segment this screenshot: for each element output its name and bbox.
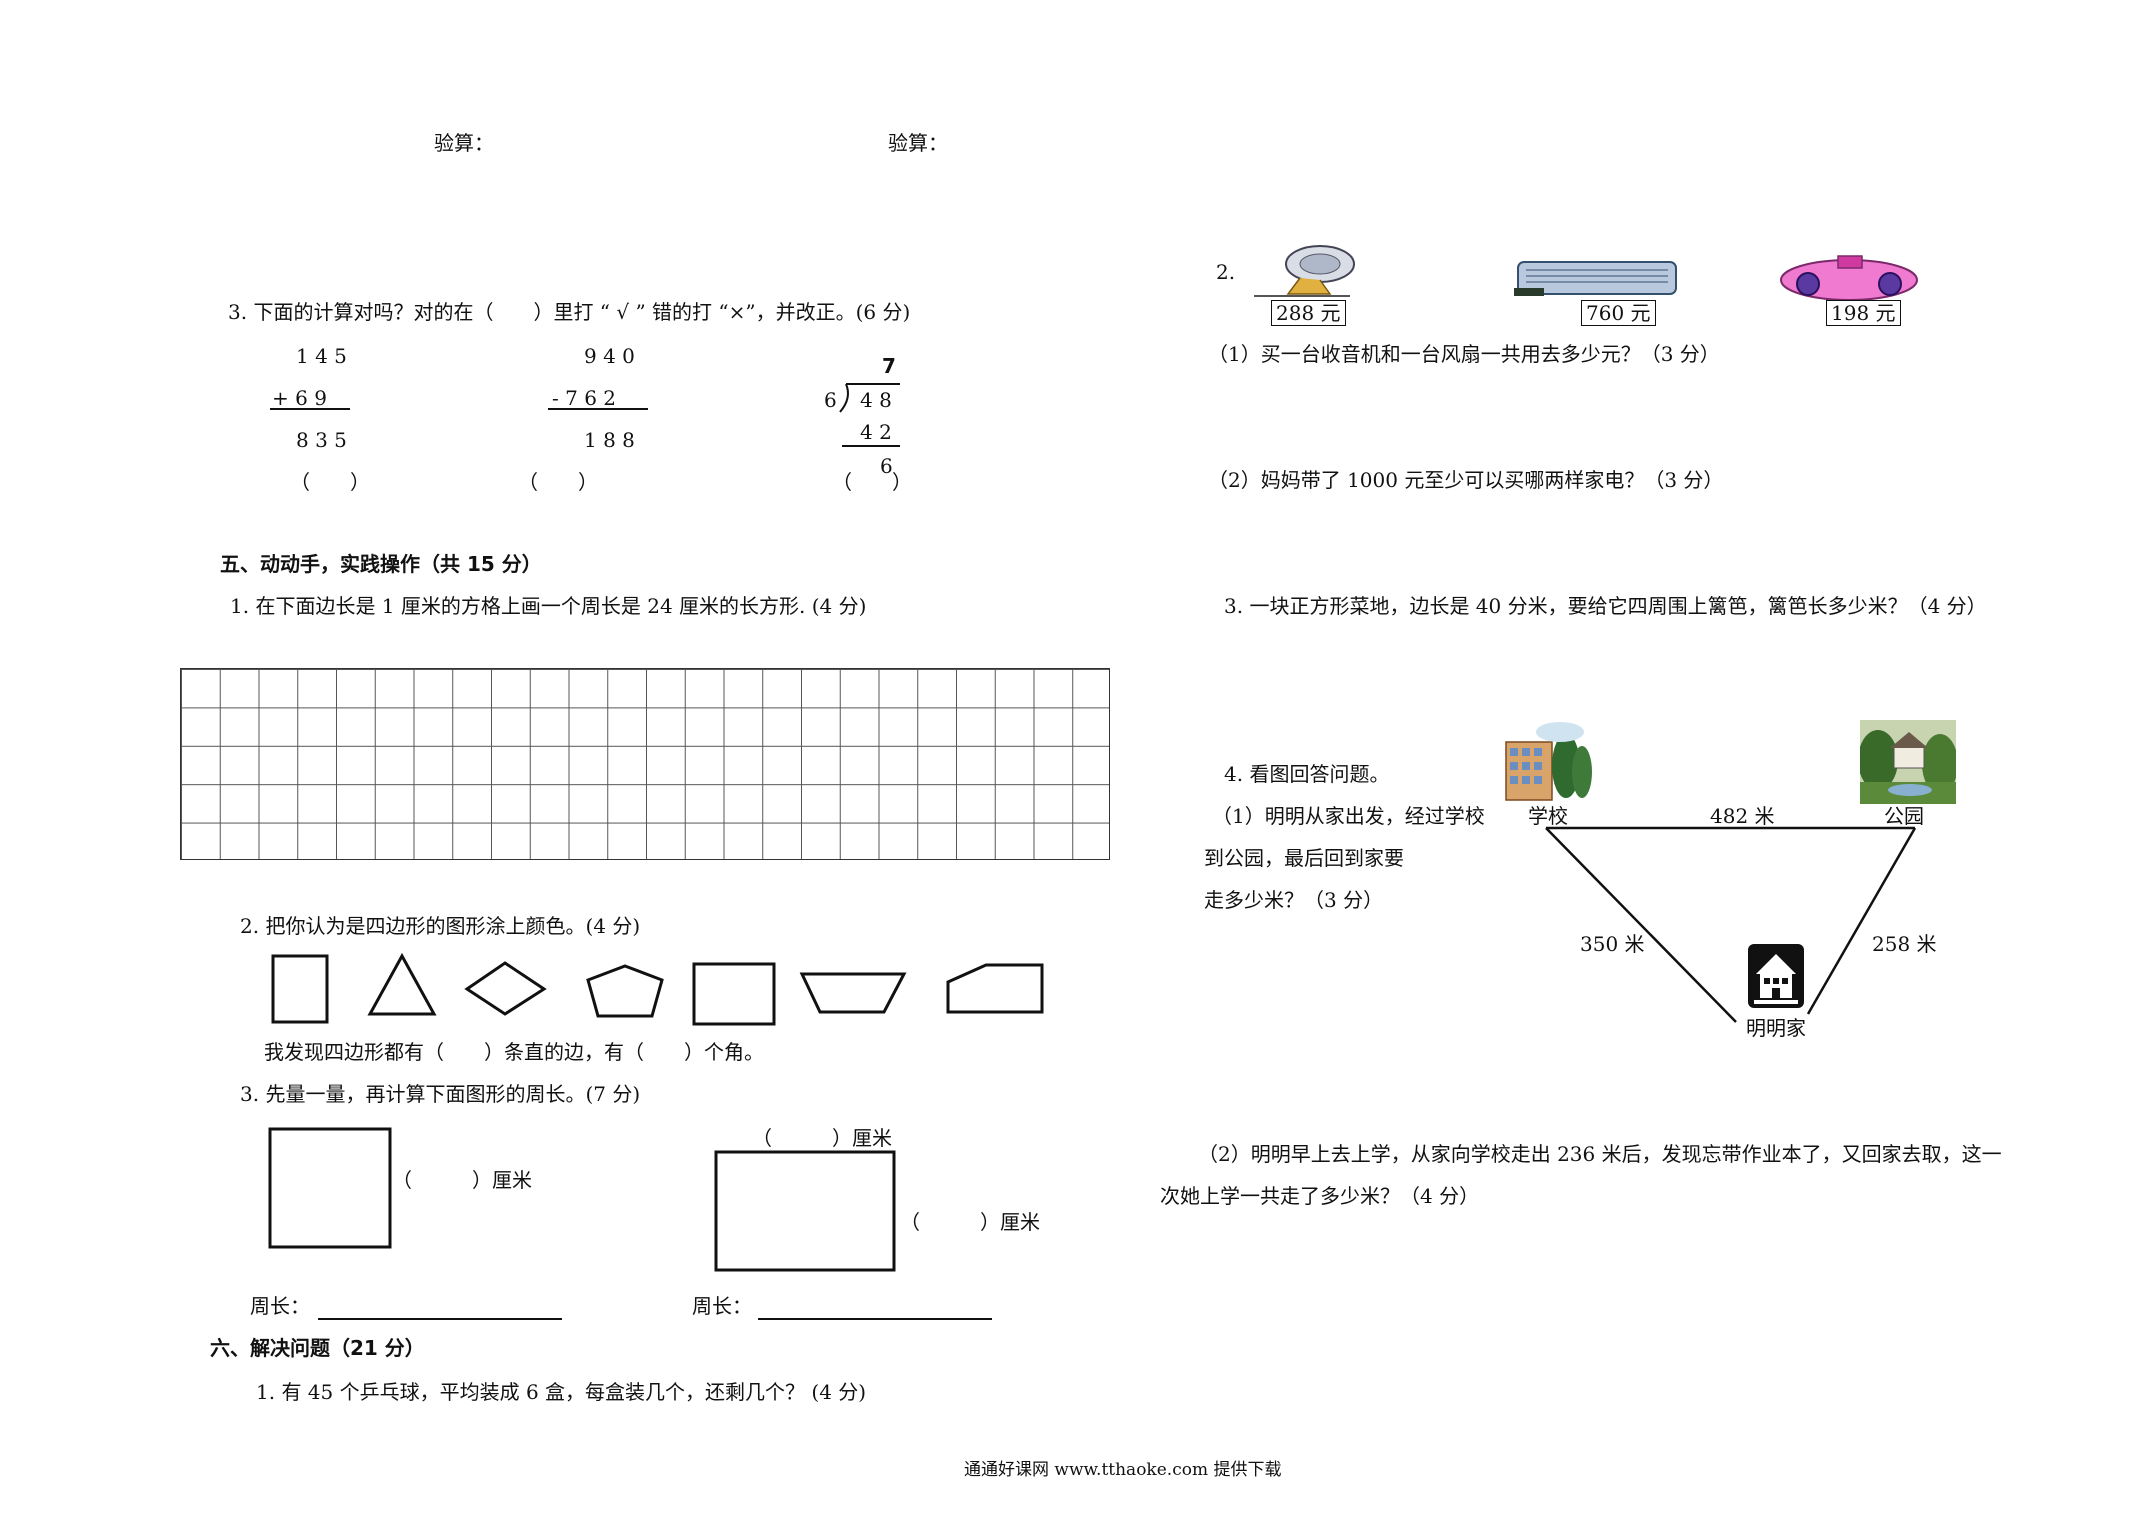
air-conditioner-image — [1512, 260, 1682, 300]
distance-school-home: 350 米 — [1580, 932, 1645, 956]
question-title: 2. 把你认为是四边形的图形涂上颜色。(4 分) — [240, 914, 641, 938]
calc-operand: - 7 6 2 — [552, 386, 617, 410]
fill-in-sentence[interactable]: 我发现四边形都有（ ）条直的边，有（ ）个角。 — [264, 1040, 764, 1064]
question-text: 次她上学一共走了多少米？（4 分） — [1160, 1184, 1480, 1208]
perimeter-answer-line[interactable] — [318, 1318, 562, 1320]
shape-rectangle-tall — [271, 954, 329, 1024]
perimeter-label: 周长： — [692, 1294, 752, 1318]
question-title: 3. 下面的计算对吗？对的在（ ）里打 “ √ ” 错的打 “×”，并改正。(6… — [228, 300, 911, 324]
division-remainder: 6 — [880, 454, 893, 478]
question-text: （2）明明早上去上学，从家向学校走出 236 米后，发现忘带作业本了，又回家去取… — [1198, 1142, 2002, 1166]
answer-paren[interactable]: （ ） — [832, 470, 912, 494]
answer-paren[interactable]: （ ） — [290, 470, 370, 494]
division-divisor: 6 — [824, 388, 837, 412]
map-label-home: 明明家 — [1746, 1016, 1806, 1040]
map-label-school: 学校 — [1528, 804, 1568, 828]
house-icon — [1746, 942, 1806, 1010]
answer-paren[interactable]: （ ） — [518, 470, 598, 494]
question-title: 3. 先量一量，再计算下面图形的周长。(7 分) — [240, 1082, 641, 1106]
division-dividend: 4 8 — [860, 388, 892, 412]
price-tag-fan: 288 元 — [1271, 300, 1346, 326]
measure-blank[interactable]: （ ）厘米 — [392, 1168, 532, 1192]
measure-blank[interactable]: （ ）厘米 — [752, 1126, 892, 1150]
page-footer: 通通好课网 www.tthaoke.com 提供下载 — [964, 1460, 1282, 1480]
calc-result: 1 8 8 — [584, 428, 635, 452]
check-label: 验算： — [434, 131, 494, 155]
calc-operand: 1 4 5 — [296, 344, 347, 368]
calc-operand: 9 4 0 — [584, 344, 635, 368]
calc-rule — [270, 408, 350, 410]
calc-result: 8 3 5 — [296, 428, 347, 452]
question-title: 4. 看图回答问题。 — [1224, 762, 1390, 786]
question-title: 1. 在下面边长是 1 厘米的方格上画一个周长是 24 厘米的长方形. (4 分… — [230, 594, 867, 618]
price-tag-radio: 198 元 — [1826, 300, 1901, 326]
perimeter-label: 周长： — [250, 1294, 310, 1318]
check-label: 验算： — [888, 131, 948, 155]
question-text: 3. 一块正方形菜地，边长是 40 分米，要给它四周围上篱笆，篱笆长多少米？（4… — [1224, 594, 1987, 618]
shape-rhombus — [464, 961, 547, 1016]
shape-pentagon — [586, 964, 664, 1018]
question-text: （1）明明从家出发，经过学校 — [1212, 804, 1485, 828]
question-number: 2. — [1216, 260, 1236, 284]
park-image — [1860, 720, 1956, 804]
question-text: 走多少米？（3 分） — [1204, 888, 1384, 912]
question-text: 到公园，最后回到家要 — [1204, 846, 1404, 870]
division-product: 4 2 — [860, 420, 892, 444]
shape-triangle — [367, 952, 437, 1016]
question-text: （2）妈妈带了 1000 元至少可以买哪两样家电？（3 分） — [1208, 468, 1724, 492]
question-title: 1. 有 45 个乒乓球，平均装成 6 盒，每盒装几个，还剩几个？ (4 分) — [256, 1380, 867, 1404]
shape-trapezoid — [799, 972, 907, 1014]
division-bracket — [839, 383, 900, 447]
school-image — [1500, 718, 1592, 804]
section-title: 五、动动手，实践操作（共 15 分） — [220, 552, 542, 576]
question-text: （1）买一台收音机和一台风扇一共用去多少元？（3 分） — [1208, 342, 1720, 366]
route-map — [1545, 826, 1917, 1023]
measure-blank[interactable]: （ ）厘米 — [900, 1210, 1040, 1234]
shape-square — [692, 962, 776, 1026]
calc-operand: + 6 9 — [272, 386, 327, 410]
map-label-park: 公园 — [1884, 804, 1924, 828]
shape-cut-rectangle — [946, 963, 1044, 1014]
measure-square — [268, 1127, 392, 1249]
division-quotient: 7 — [882, 354, 896, 378]
section-title: 六、解决问题（21 分） — [210, 1336, 425, 1360]
price-tag-ac: 760 元 — [1581, 300, 1656, 326]
distance-school-park: 482 米 — [1710, 804, 1775, 828]
drawing-grid[interactable] — [180, 668, 1110, 860]
distance-park-home: 258 米 — [1872, 932, 1937, 956]
measure-rectangle — [714, 1150, 896, 1272]
fan-image — [1250, 244, 1362, 300]
perimeter-answer-line[interactable] — [758, 1318, 992, 1320]
radio-image — [1778, 252, 1920, 302]
calc-rule — [548, 408, 648, 410]
